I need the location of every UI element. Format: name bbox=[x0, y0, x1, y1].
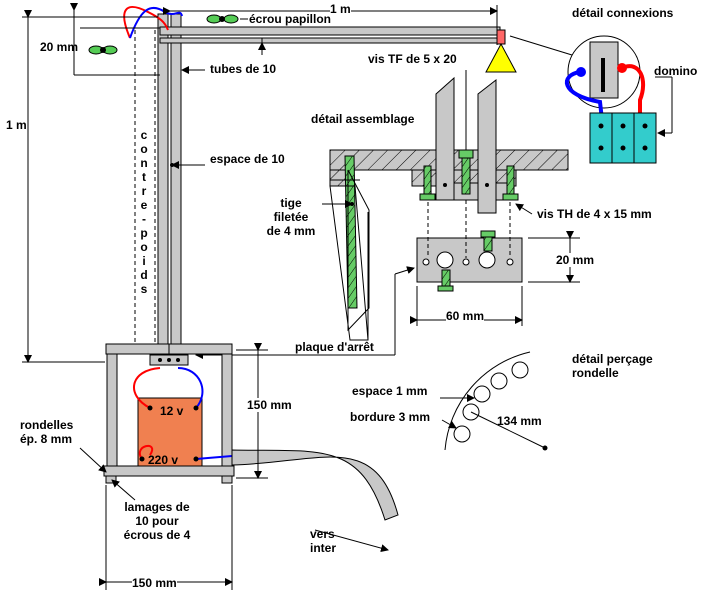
tige-line: tige bbox=[280, 196, 302, 210]
contrepoids-vertical-label: c o n t r e - p o i d s bbox=[137, 128, 151, 296]
dim-20mm-plate-label: 20 mm bbox=[556, 253, 595, 267]
th-screw bbox=[506, 165, 515, 195]
domino-block bbox=[589, 112, 657, 164]
vis-tf-label: vis TF de 5 x 20 bbox=[368, 52, 457, 66]
assembly-tube-right bbox=[477, 78, 497, 214]
lamages-line: lamages de bbox=[124, 500, 190, 514]
washer-arc bbox=[444, 351, 531, 451]
blue-wire-12v bbox=[177, 367, 204, 409]
red-wire-top bbox=[123, 6, 169, 39]
stop-plate bbox=[416, 237, 523, 283]
detail-percage-line: rondelle bbox=[572, 366, 619, 380]
red-wire-220v bbox=[138, 444, 154, 460]
contrepoids-char: - bbox=[142, 212, 146, 226]
height-1m-label: 1 m bbox=[6, 118, 27, 132]
base-bottom-plate bbox=[103, 465, 235, 477]
dim-20mm-top-label: 20 mm bbox=[40, 40, 79, 54]
vis-th-label: vis TH de 4 x 15 mm bbox=[537, 207, 652, 221]
contrepoids-char: s bbox=[140, 282, 148, 296]
tige-label: tige filetée de 4 mm bbox=[262, 196, 320, 238]
rondelles-label: rondelles ép. 8 mm bbox=[20, 418, 73, 446]
detail-assemblage-label: détail assemblage bbox=[311, 112, 415, 126]
th-screw bbox=[423, 165, 432, 195]
dim-150mm-right-label: 150 mm bbox=[247, 398, 292, 412]
detail-percage-label: détail perçage rondelle bbox=[572, 352, 653, 380]
rondelles-line: rondelles bbox=[20, 418, 74, 432]
tubes-label: tubes de 10 bbox=[210, 62, 277, 76]
contrepoids-char: t bbox=[142, 170, 146, 184]
domino-label: domino bbox=[654, 64, 698, 78]
tige-line: filetée bbox=[273, 210, 309, 224]
threaded-rod bbox=[344, 155, 358, 309]
width-1m-label: 1 m bbox=[330, 2, 351, 16]
dim-60mm-label: 60 mm bbox=[446, 309, 485, 323]
tige-line: de 4 mm bbox=[266, 224, 316, 238]
vers-inter-line: inter bbox=[310, 541, 337, 555]
blue-wire-domino bbox=[564, 70, 604, 121]
wingnut-icon bbox=[206, 14, 239, 24]
base-post-right bbox=[221, 353, 233, 469]
vertical-tube-left bbox=[157, 13, 169, 345]
espace-label: espace de 10 bbox=[210, 152, 285, 166]
bordure-3mm-label: bordure 3 mm bbox=[350, 410, 431, 424]
contrepoids-char: p bbox=[140, 226, 148, 240]
contrepoids-char: e bbox=[140, 198, 148, 212]
contrepoids-char: r bbox=[141, 184, 147, 198]
lamages-line: 10 pour bbox=[135, 514, 179, 528]
vers-inter-label: vers inter bbox=[310, 527, 336, 555]
vers-inter-line: vers bbox=[310, 527, 335, 541]
base-post-left bbox=[106, 353, 118, 469]
horizontal-arm-bottom bbox=[159, 37, 501, 44]
dim-134mm-label: 134 mm bbox=[497, 414, 542, 428]
detail-percage-line: détail perçage bbox=[572, 352, 653, 366]
tf-screw bbox=[458, 149, 474, 159]
contrepoids-char: d bbox=[140, 268, 148, 282]
contrepoids-char: n bbox=[140, 156, 148, 170]
assembly-tube-left bbox=[435, 76, 455, 201]
ecrou-papillon-label: écrou papillon bbox=[249, 12, 332, 26]
plaque-arret-label: plaque d'arrêt bbox=[295, 340, 374, 354]
wingnut-icon bbox=[88, 45, 118, 55]
dim-150mm-bottom-label: 150 mm bbox=[132, 576, 177, 590]
rondelles-line: ép. 8 mm bbox=[20, 432, 73, 446]
red-wire-12v bbox=[133, 367, 161, 409]
transformer-220v-label: 220 v bbox=[148, 453, 179, 467]
lamages-line: écrous de 4 bbox=[123, 528, 191, 542]
transformer-12v-label: 12 v bbox=[160, 404, 184, 418]
lamp-icon bbox=[485, 29, 517, 73]
horizontal-arm-top bbox=[159, 26, 501, 36]
contrepoids-char: o bbox=[140, 142, 148, 156]
contrepoids-char: o bbox=[140, 240, 148, 254]
contrepoids-char: i bbox=[142, 254, 146, 268]
power-cable bbox=[231, 449, 399, 521]
espace-1mm-label: espace 1 mm bbox=[352, 384, 428, 398]
vertical-tube-right bbox=[170, 13, 182, 345]
detail-connexions-label: détail connexions bbox=[572, 6, 674, 20]
lamages-label: lamages de 10 pour écrous de 4 bbox=[113, 500, 201, 542]
contrepoids-char: c bbox=[140, 128, 148, 142]
red-wire-domino bbox=[621, 64, 646, 120]
